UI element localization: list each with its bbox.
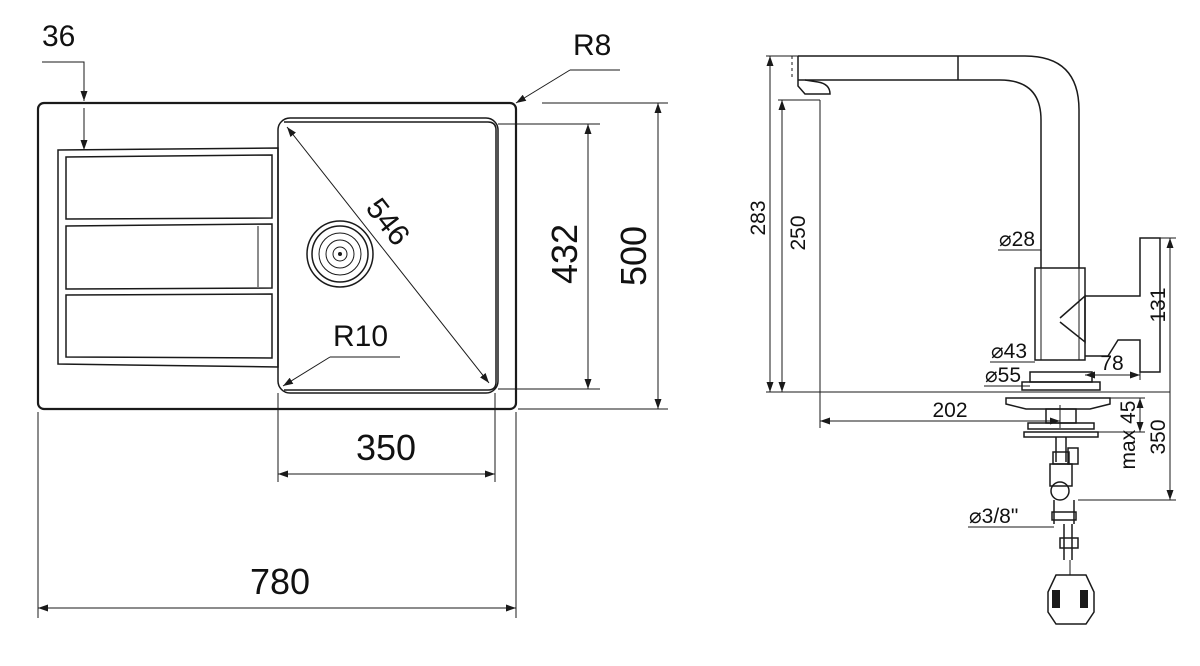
total-depth-label: 500 xyxy=(613,226,654,286)
base-diameter-label: ⌀55 xyxy=(985,364,1021,387)
lever-height-label: 131 xyxy=(1147,287,1170,322)
faucet-lever xyxy=(1085,237,1161,373)
spray-head xyxy=(797,56,831,95)
faucet-body xyxy=(1034,267,1086,361)
sink-outline xyxy=(36,101,518,411)
total-height-label: 283 xyxy=(747,200,770,235)
connector-diameter-label: ⌀3/8" xyxy=(969,505,1018,528)
body-diameter-label: ⌀43 xyxy=(991,340,1027,363)
hose-length-label: 350 xyxy=(1147,419,1170,454)
drain-strainer xyxy=(306,220,374,288)
bowl-width-label: 350 xyxy=(356,427,416,468)
faucet-side-view: 283 250 202 ⌀28 ⌀43 ⌀55 78 131 350 xyxy=(747,55,1176,625)
total-width-label: 780 xyxy=(250,561,310,602)
corner-radius-label: R8 xyxy=(573,29,611,62)
pipe-diameter-label: ⌀28 xyxy=(999,228,1035,251)
reach-label: 202 xyxy=(932,399,967,422)
sink-top-view: 546 36 R8 R10 432 500 350 780 xyxy=(36,20,668,618)
supply-hoses xyxy=(1047,437,1095,625)
hose-weight xyxy=(1047,574,1095,625)
mounting-plate xyxy=(1005,397,1111,410)
bowl-radius-label: R10 xyxy=(333,320,388,353)
drainer-offset-leader xyxy=(42,61,85,101)
bowl-depth-label: 432 xyxy=(544,224,585,284)
spout-height-label: 250 xyxy=(787,215,810,250)
faucet-spout xyxy=(798,79,1042,268)
drainer-board xyxy=(57,147,279,368)
lever-length-label: 78 xyxy=(1100,352,1123,375)
drainer-offset-label: 36 xyxy=(42,20,75,53)
diagonal-dimension-label: 546 xyxy=(359,192,416,252)
faucet-base xyxy=(1029,371,1093,383)
diagonal-dimension-line xyxy=(286,126,490,384)
bowl-outer-outline xyxy=(284,121,497,391)
max-thickness-label: max 45 xyxy=(1117,401,1140,470)
